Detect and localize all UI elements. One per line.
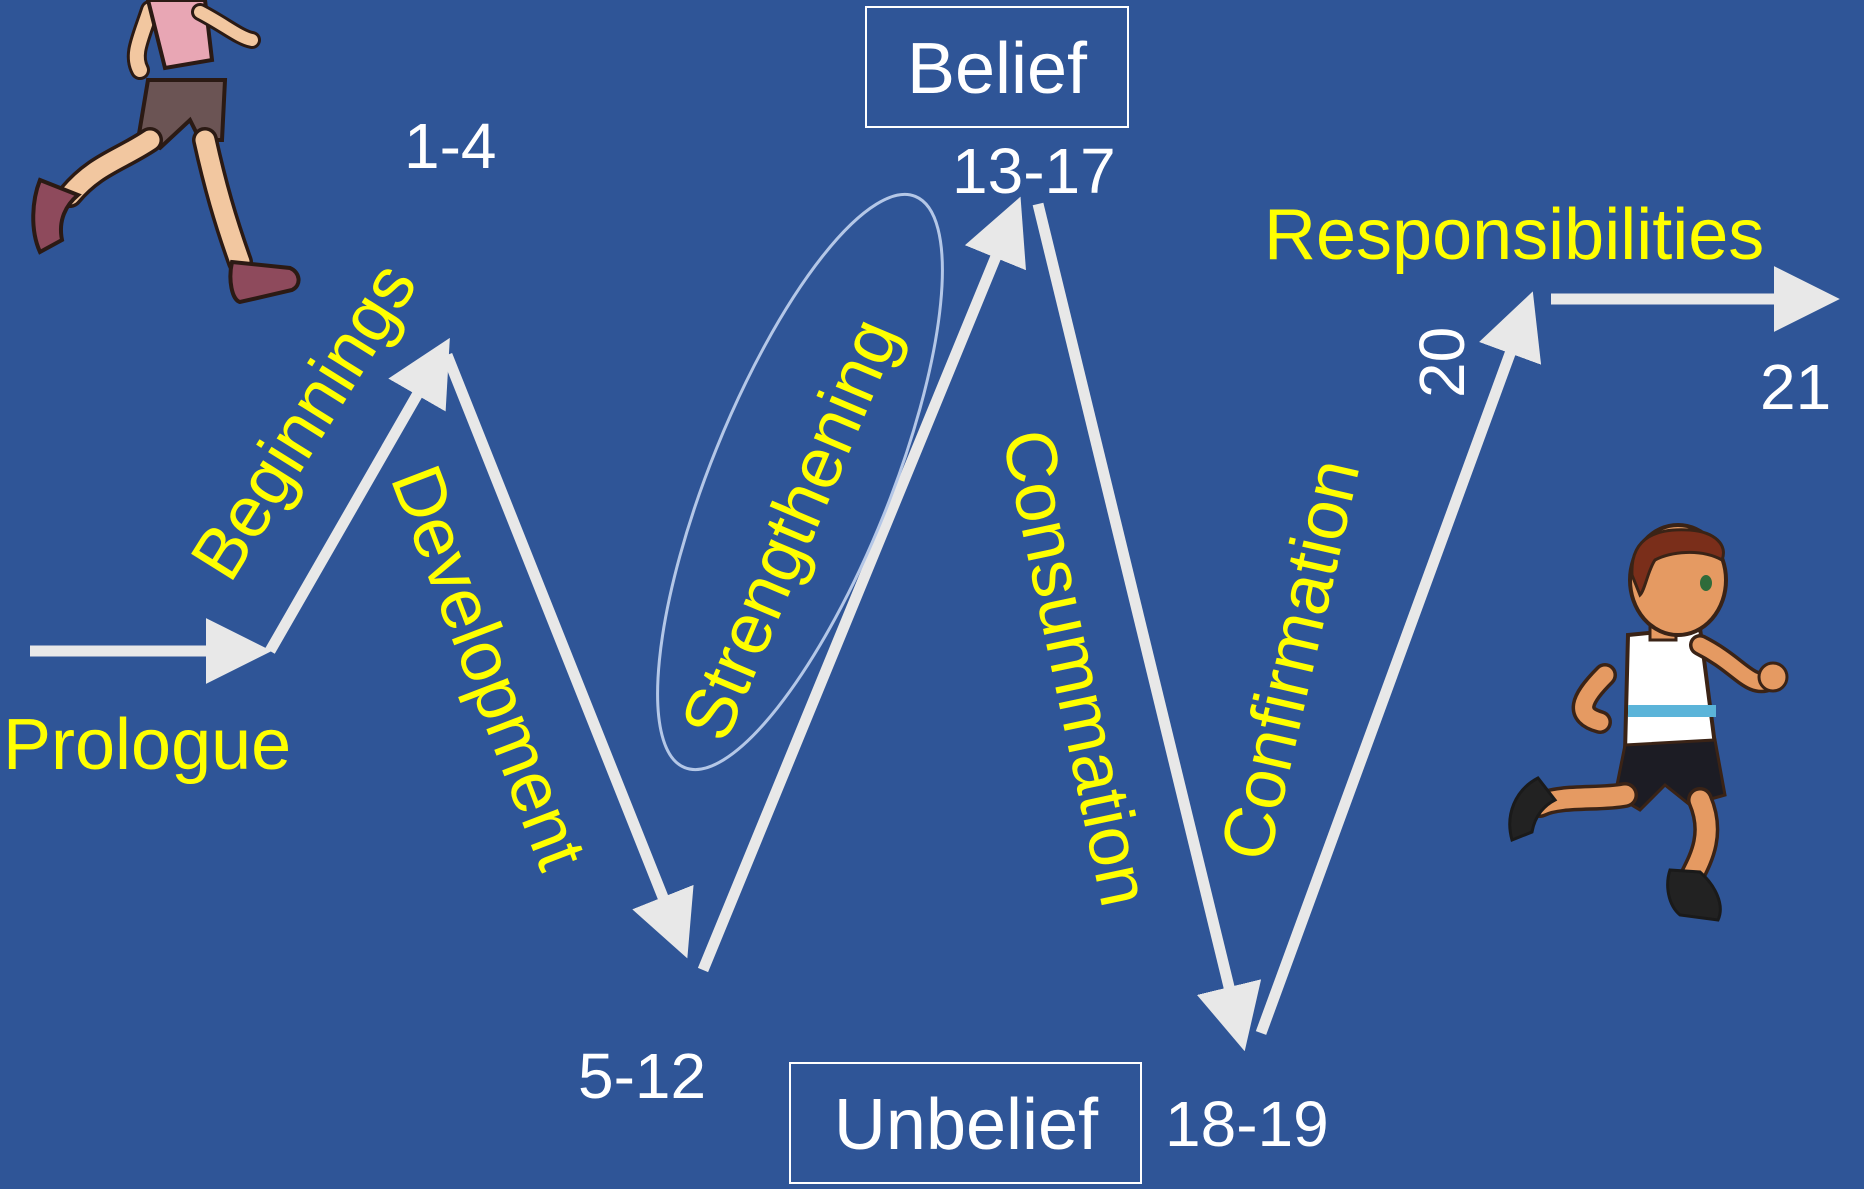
strengthening-highlight-ellipse xyxy=(656,192,944,772)
range-21: 21 xyxy=(1760,351,1831,423)
range-13-17: 13-17 xyxy=(952,135,1116,207)
range-5-12: 5-12 xyxy=(578,1040,706,1112)
arrow-strengthening xyxy=(697,196,1026,973)
range-1-4: 1-4 xyxy=(404,110,497,182)
arrow-development xyxy=(441,352,694,959)
range-20: 20 xyxy=(1406,327,1478,398)
range-18-19: 18-19 xyxy=(1165,1088,1329,1160)
belief-label: Belief xyxy=(907,29,1088,109)
consummation-label: Consummation xyxy=(986,423,1165,913)
unbelief-label: Unbelief xyxy=(834,1085,1099,1165)
responsibilities-label: Responsibilities xyxy=(1264,195,1764,275)
belief-box xyxy=(865,6,1129,128)
runner-boy-icon xyxy=(1508,523,1789,922)
runner-woman-icon xyxy=(31,0,301,305)
arrow-confirmation xyxy=(1255,291,1542,1035)
arrow-beginnings xyxy=(265,337,450,654)
unbelief-box xyxy=(789,1062,1142,1184)
arrow-consummation xyxy=(1032,202,1262,1052)
prologue-label: Prologue xyxy=(3,705,291,785)
beginnings-label: Beginnings xyxy=(176,249,433,594)
